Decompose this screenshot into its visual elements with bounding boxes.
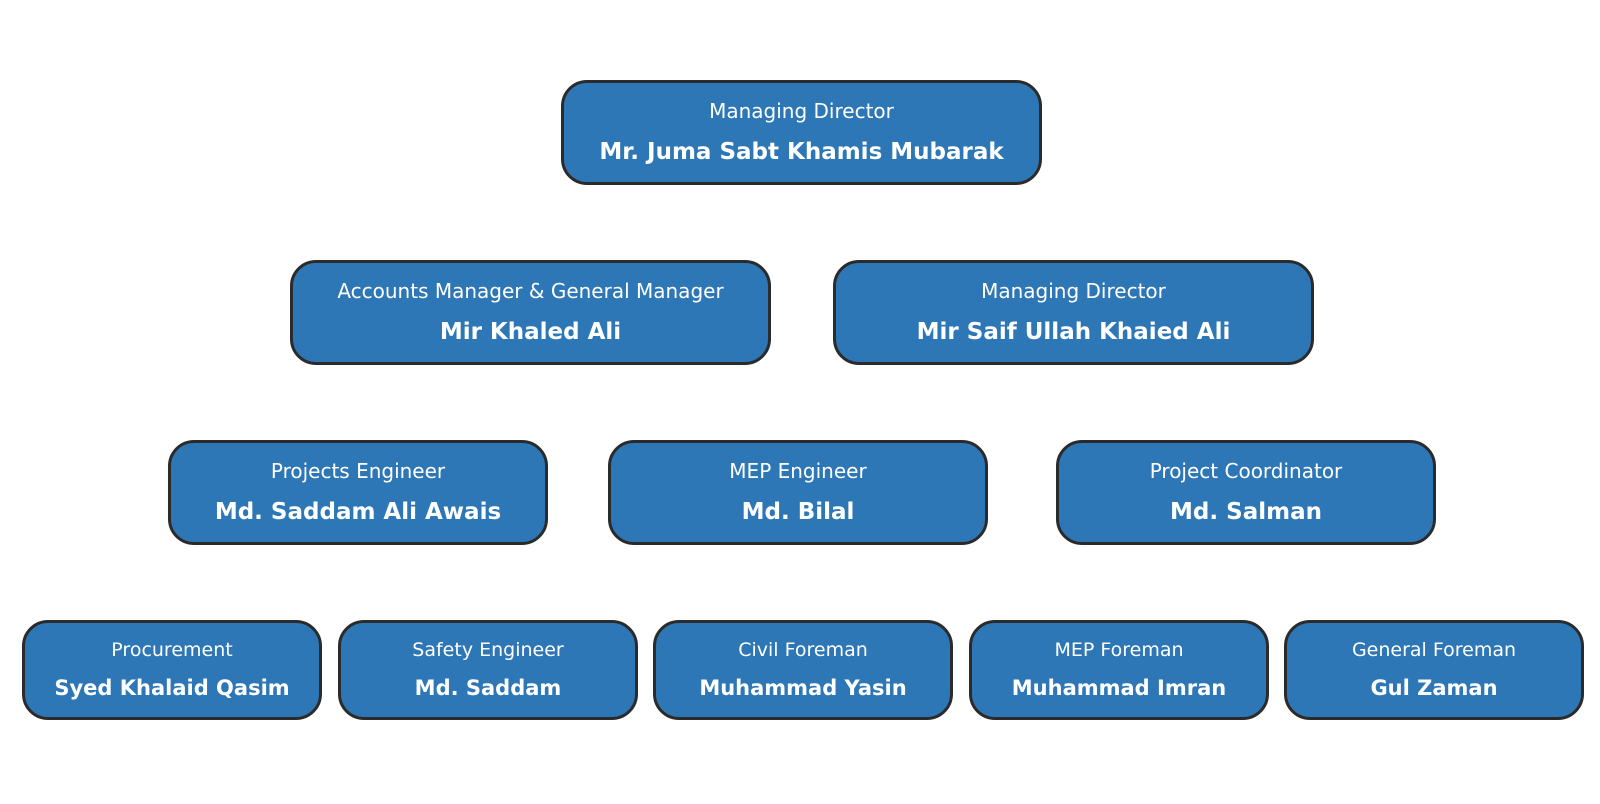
node-mep-foreman[interactable]: MEP Foreman Muhammad Imran [969,620,1269,720]
node-name: Muhammad Yasin [699,675,907,700]
node-role: Project Coordinator [1149,458,1343,483]
node-name: Md. Bilal [741,498,855,525]
node-role: General Foreman [1351,639,1517,661]
node-role: Managing Director [981,278,1166,303]
node-safety-engineer[interactable]: Safety Engineer Md. Saddam [338,620,638,720]
node-civil-foreman[interactable]: Civil Foreman Muhammad Yasin [653,620,953,720]
node-name: Mir Khaled Ali [439,318,622,345]
node-role: Civil Foreman [738,639,868,661]
node-role: Safety Engineer [412,639,564,661]
node-name: Muhammad Imran [1011,675,1227,700]
node-name: Md. Saddam Ali Awais [214,498,502,525]
node-role: Accounts Manager & General Manager [337,278,724,303]
node-managing-director[interactable]: Managing Director Mr. Juma Sabt Khamis M… [561,80,1042,185]
node-projects-engineer[interactable]: Projects Engineer Md. Saddam Ali Awais [168,440,548,545]
node-accounts-general-manager[interactable]: Accounts Manager & General Manager Mir K… [290,260,771,365]
node-role: Procurement [111,639,233,661]
node-name: Syed Khalaid Qasim [54,675,290,700]
node-procurement[interactable]: Procurement Syed Khalaid Qasim [22,620,322,720]
node-name: Mr. Juma Sabt Khamis Mubarak [599,138,1004,165]
node-project-coordinator[interactable]: Project Coordinator Md. Salman [1056,440,1436,545]
node-managing-director-2[interactable]: Managing Director Mir Saif Ullah Khaied … [833,260,1314,365]
node-name: Md. Saddam [414,675,562,700]
node-role: Projects Engineer [270,458,446,483]
node-general-foreman[interactable]: General Foreman Gul Zaman [1284,620,1584,720]
node-role: MEP Foreman [1054,639,1184,661]
node-mep-engineer[interactable]: MEP Engineer Md. Bilal [608,440,988,545]
node-name: Md. Salman [1170,498,1322,525]
node-role: MEP Engineer [729,458,867,483]
node-name: Mir Saif Ullah Khaied Ali [916,318,1231,345]
node-name: Gul Zaman [1370,675,1498,700]
node-role: Managing Director [709,98,894,123]
